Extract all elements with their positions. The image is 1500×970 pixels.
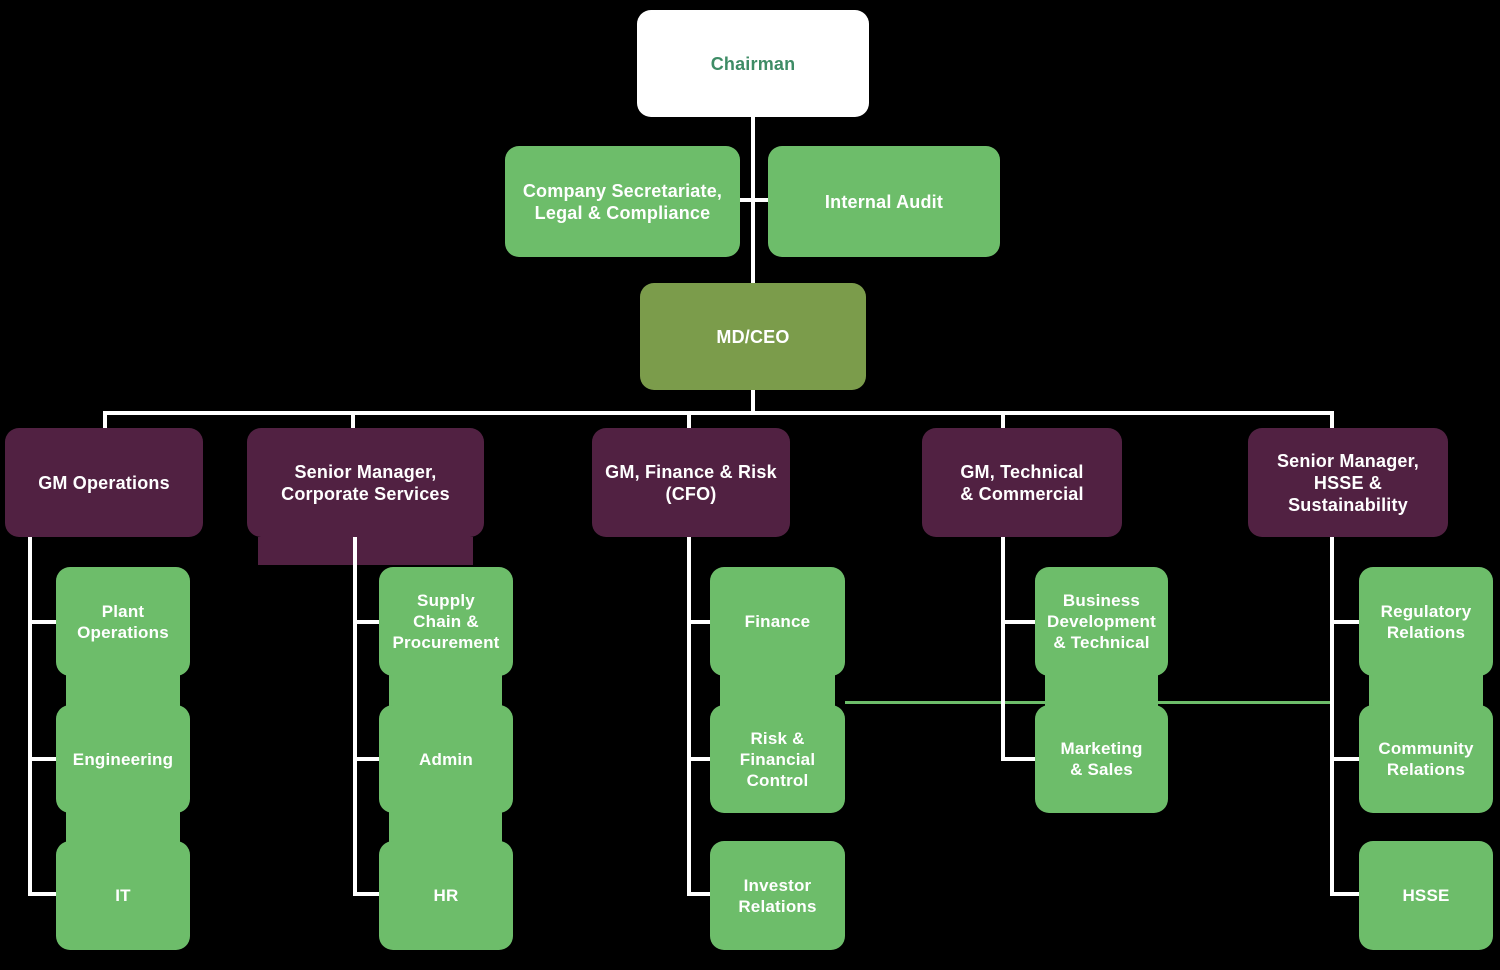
node-sm-corporate-services: Senior Manager, Corporate Services	[247, 428, 484, 537]
chain-tab-3ab	[1045, 672, 1158, 708]
connector-stub-0b	[28, 757, 58, 761]
connector-head-stub-3	[1001, 411, 1005, 430]
chain-tab-0bc	[66, 810, 180, 844]
connector-head-stub-1	[351, 411, 355, 430]
connector-head-stub-0	[103, 411, 107, 430]
connector-stub-3b	[1001, 757, 1037, 761]
node-sm-hsse-sustainability: Senior Manager, HSSE & Sustainability	[1248, 428, 1448, 537]
connector-drop-2	[687, 537, 691, 896]
connector-distributor	[103, 411, 1334, 415]
connector-head-stub-2	[687, 411, 691, 430]
connector-stub-0c	[28, 892, 58, 896]
connector-drop-1	[353, 537, 357, 896]
node-gm-technical-commercial: GM, Technical & Commercial	[922, 428, 1122, 537]
connector-stub-1c	[353, 892, 381, 896]
node-business-development-technical: Business Development & Technical	[1035, 567, 1168, 676]
connector-staff-stub	[740, 198, 768, 202]
connector-stub-4b	[1330, 757, 1361, 761]
connector-drop-0	[28, 537, 32, 896]
node-marketing-sales: Marketing & Sales	[1035, 705, 1168, 813]
node-risk-financial-control: Risk & Financial Control	[710, 705, 845, 813]
connector-stub-3a	[1001, 620, 1037, 624]
node-admin: Admin	[379, 705, 513, 813]
node-company-secretariate: Company Secretariate, Legal & Compliance	[505, 146, 740, 257]
node-gm-finance-risk: GM, Finance & Risk (CFO)	[592, 428, 790, 537]
node-plant-operations: Plant Operations	[56, 567, 190, 676]
chain-tab-4ab	[1369, 672, 1483, 708]
connector-stub-2a	[687, 620, 712, 624]
connector-drop-3	[1001, 537, 1005, 761]
node-hsse: HSSE	[1359, 841, 1493, 950]
node-internal-audit: Internal Audit	[768, 146, 1000, 257]
node-supply-chain-procurement: Supply Chain & Procurement	[379, 567, 513, 676]
node-gm-operations: GM Operations	[5, 428, 203, 537]
connector-stub-2c	[687, 892, 712, 896]
connector-stub-2b	[687, 757, 712, 761]
node-regulatory-relations: Regulatory Relations	[1359, 567, 1493, 676]
chain-tab-0ab	[66, 672, 180, 708]
node-hr: HR	[379, 841, 513, 950]
node-engineering: Engineering	[56, 705, 190, 813]
node-investor-relations: Investor Relations	[710, 841, 845, 950]
node-it: IT	[56, 841, 190, 950]
connector-head-stub-4	[1330, 411, 1334, 430]
connector-stub-4a	[1330, 620, 1361, 624]
node-corporate-services-tab	[258, 537, 473, 565]
chain-tab-2ab	[720, 672, 835, 708]
node-chairman: Chairman	[637, 10, 869, 117]
connector-stub-1b	[353, 757, 381, 761]
connector-stub-0a	[28, 620, 58, 624]
chain-tab-1ab	[389, 672, 502, 708]
connector-stub-4c	[1330, 892, 1361, 896]
connector-ceo-down	[751, 390, 755, 413]
connector-drop-4	[1330, 537, 1334, 896]
node-community-relations: Community Relations	[1359, 705, 1493, 813]
node-md-ceo: MD/CEO	[640, 283, 866, 390]
chain-tab-1bc	[389, 810, 502, 844]
node-finance: Finance	[710, 567, 845, 676]
connector-stub-1a	[353, 620, 381, 624]
